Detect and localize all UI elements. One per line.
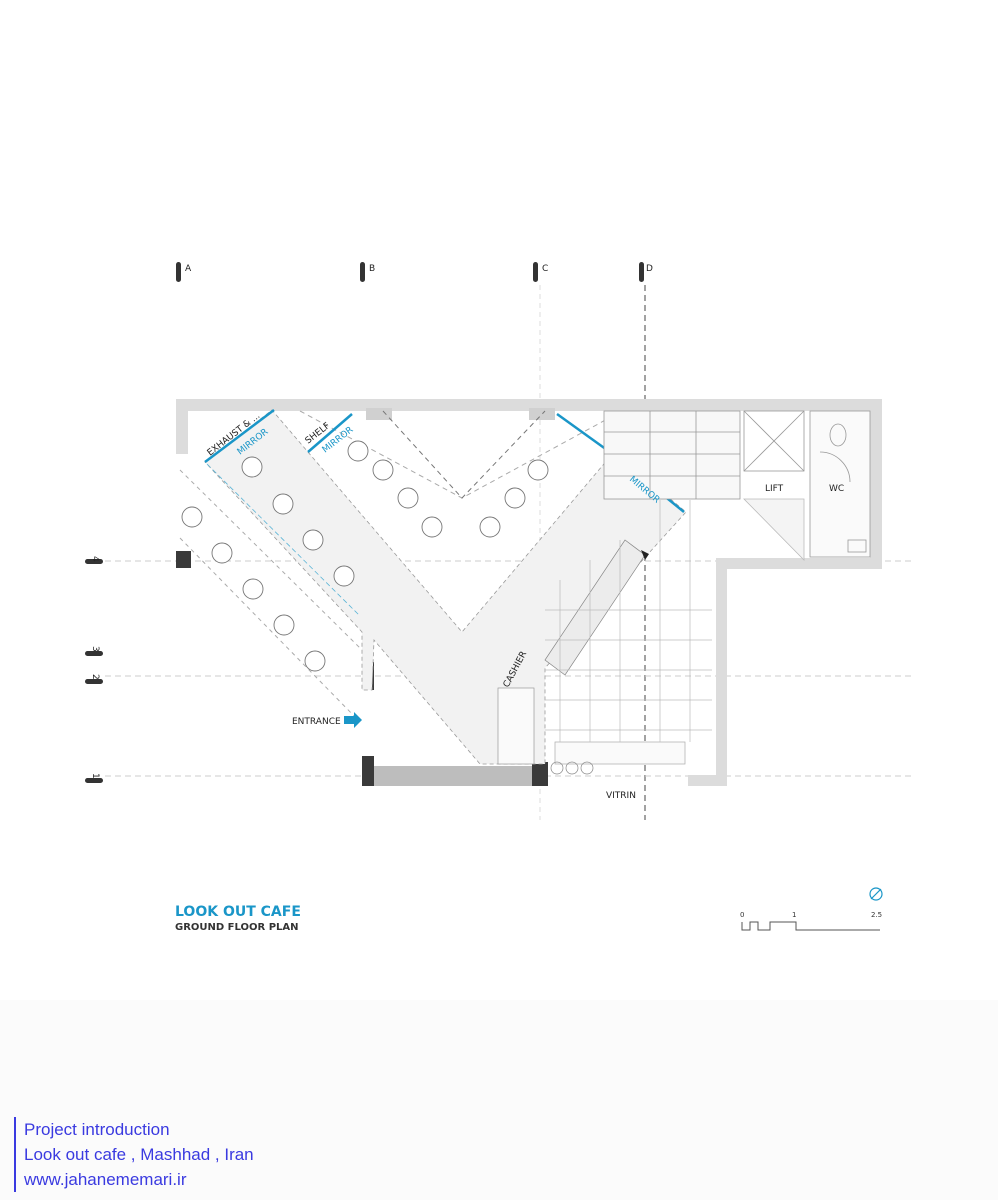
- plan-title: LOOK OUT CAFE: [175, 904, 301, 920]
- kitchen-area: [497, 500, 712, 775]
- credit-line-title: Project introduction: [24, 1120, 170, 1139]
- scale-tick-1: 1: [792, 911, 796, 919]
- lift-label: LIFT: [765, 484, 784, 494]
- floor-plan: A B C D 4 3 2 1: [85, 262, 915, 933]
- entrance-arrow-icon: [344, 712, 362, 728]
- walls: [176, 399, 882, 786]
- grid-marker-1: [85, 778, 103, 783]
- grid-label-1: 1: [90, 773, 100, 779]
- grid-label-3: 3: [90, 646, 100, 652]
- grid-label-c: C: [542, 264, 548, 274]
- vitrin-label: VITRIN: [606, 791, 636, 801]
- grid-marker-c: [533, 262, 538, 282]
- grid-label-2: 2: [90, 674, 100, 680]
- grid-label-d: D: [646, 264, 653, 274]
- scale-tick-2: 2.5: [871, 911, 882, 919]
- tables: [181, 440, 549, 672]
- grid-label-a: A: [185, 264, 192, 274]
- grid-marker-4: [85, 559, 103, 564]
- grid-label-b: B: [369, 264, 375, 274]
- footer: Project introduction Look out cafe , Mas…: [0, 1000, 998, 1200]
- service-rooms: [603, 410, 871, 561]
- grid-marker-d: [639, 262, 644, 282]
- wc-label: WC: [829, 484, 844, 494]
- grid-marker-3: [85, 651, 103, 656]
- scale-bar: 0 1 2.5: [740, 911, 882, 931]
- grid-marker-2: [85, 679, 103, 684]
- plan-subtitle: GROUND FLOOR PLAN: [175, 922, 299, 933]
- project-credits: Project introduction Look out cafe , Mas…: [14, 1117, 254, 1192]
- grid-marker-a: [176, 262, 181, 282]
- grid-marker-b: [360, 262, 365, 282]
- seating-band: [179, 409, 687, 765]
- scale-tick-0: 0: [740, 911, 744, 919]
- grid-label-4: 4: [90, 556, 100, 562]
- entrance-label: ENTRANCE: [292, 717, 341, 727]
- credit-line-website[interactable]: www.jahanememari.ir: [24, 1170, 187, 1189]
- credit-line-location: Look out cafe , Mashhad , Iran: [24, 1145, 254, 1164]
- north-arrow-icon: [869, 887, 883, 901]
